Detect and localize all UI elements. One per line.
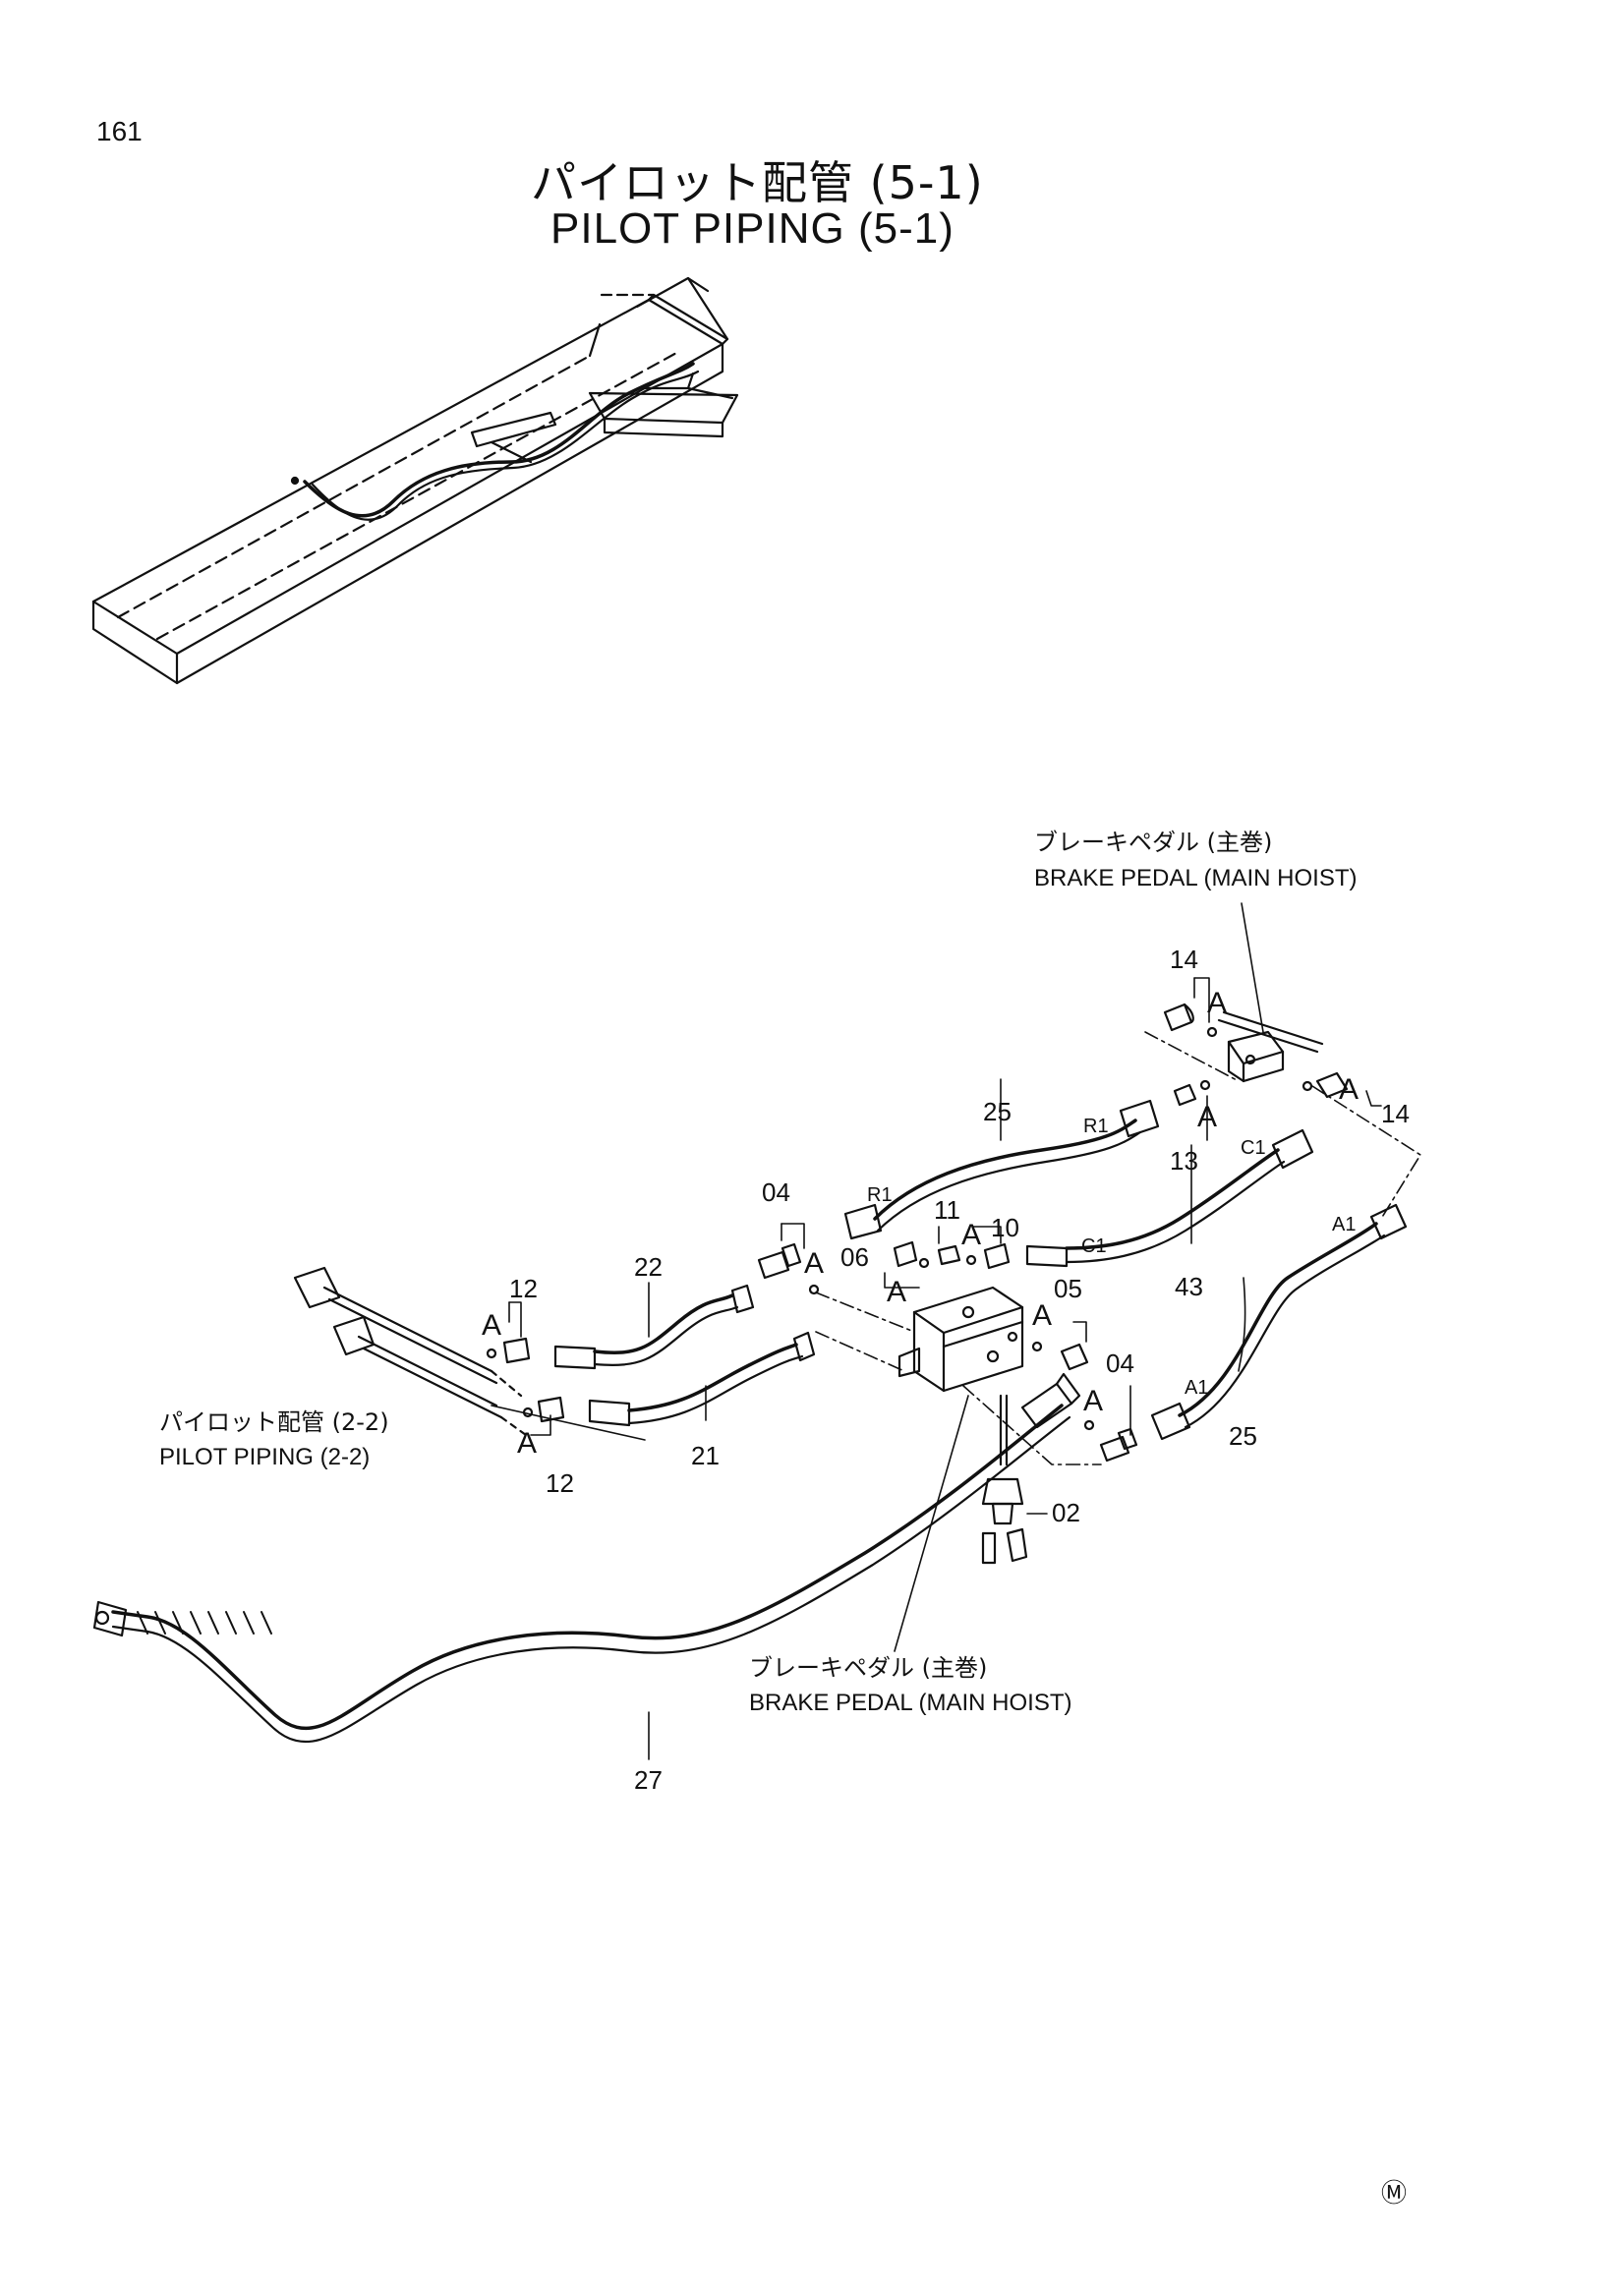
part-number-12-bottom: 12: [546, 1468, 574, 1498]
hose-21: [588, 1331, 816, 1427]
labels: ブレーキペダル (主巻) BRAKE PEDAL (MAIN HOIST) ブレ…: [159, 829, 1410, 2208]
port-tag-c1-mid: C1: [1081, 1235, 1107, 1257]
marker-a-12-bottom: A: [517, 1427, 537, 1460]
page-number: 161: [96, 116, 143, 146]
brake-pedal-top-block: [1217, 1010, 1324, 1083]
brake-pedal-valve-block: [897, 1286, 1024, 1466]
page-title-english: PILOT PIPING (5-1): [550, 204, 955, 253]
callout-pilot-piping-jp: パイロット配管 (2-2): [159, 1408, 389, 1436]
part-number-02: 02: [1052, 1498, 1080, 1527]
callout-brake-pedal-top-jp: ブレーキペダル (主巻): [1034, 829, 1272, 856]
pilot-pipes-2-2: [293, 1266, 528, 1437]
part-number-13: 13: [1170, 1146, 1198, 1176]
part-number-10: 10: [991, 1213, 1019, 1242]
port-tag-r1-right: R1: [1083, 1116, 1109, 1137]
corner-mark: Ⓜ: [1381, 2178, 1407, 2208]
hose-25-top: [843, 1099, 1160, 1240]
hose-25-right: [1150, 1203, 1408, 1441]
marker-a-12-top: A: [482, 1309, 501, 1342]
leader-lines: [491, 902, 1382, 1760]
part-number-05: 05: [1054, 1274, 1082, 1303]
marker-a-14-right: A: [1339, 1073, 1359, 1106]
part-number-04-left: 04: [762, 1177, 790, 1207]
hose-43: [1025, 1128, 1314, 1268]
marker-a-14-top: A: [1207, 987, 1227, 1019]
part-number-22: 22: [634, 1252, 663, 1282]
part-number-11: 11: [934, 1195, 960, 1225]
port-tag-r1-left: R1: [867, 1184, 893, 1206]
marker-a-10: A: [961, 1219, 981, 1251]
marker-a-13: A: [1197, 1101, 1217, 1133]
part-number-06: 06: [840, 1242, 869, 1272]
callout-brake-pedal-top-en: BRAKE PEDAL (MAIN HOIST): [1034, 865, 1358, 891]
assembly-lines: [815, 1031, 1421, 1465]
marker-a-04-left: A: [804, 1247, 824, 1280]
port-tag-a1-right: A1: [1332, 1214, 1356, 1235]
boom-overview-illustration: [91, 276, 739, 685]
part-number-14-right: 14: [1381, 1099, 1410, 1128]
fittings: [486, 1003, 1349, 1565]
hose-27: [92, 1372, 1081, 1744]
part-number-14-top: 14: [1170, 945, 1198, 974]
callout-brake-pedal-bottom-en: BRAKE PEDAL (MAIN HOIST): [749, 1690, 1072, 1716]
part-number-04-right: 04: [1106, 1349, 1134, 1378]
part-number-25-right: 25: [1229, 1421, 1257, 1451]
part-number-25-top: 25: [983, 1097, 1012, 1126]
page-title-japanese: パイロット配管 (5-1): [531, 156, 984, 209]
callout-brake-pedal-bottom-jp: ブレーキペダル (主巻): [749, 1654, 987, 1682]
port-tag-c1-top: C1: [1241, 1137, 1266, 1159]
hose-22: [553, 1284, 755, 1370]
marker-a-04-right: A: [1083, 1385, 1103, 1417]
marker-a-05: A: [1032, 1299, 1052, 1332]
port-tag-a1-mid: A1: [1185, 1377, 1208, 1399]
part-number-27: 27: [634, 1765, 663, 1795]
part-number-43: 43: [1175, 1272, 1203, 1301]
part-number-12-top: 12: [509, 1274, 538, 1303]
marker-a-06: A: [887, 1276, 906, 1308]
callout-pilot-piping-en: PILOT PIPING (2-2): [159, 1444, 370, 1470]
part-number-21: 21: [691, 1441, 720, 1470]
